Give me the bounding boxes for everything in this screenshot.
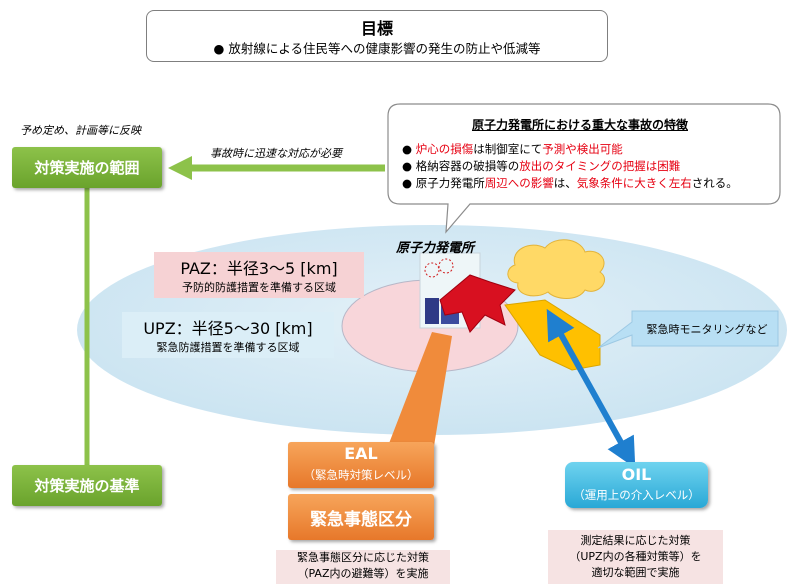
eal-pointer <box>388 332 452 446</box>
paz-subtitle: 予防的防護措置を準備する区域 <box>182 281 336 294</box>
bullet-icon: ● <box>402 159 413 173</box>
steam-dot <box>424 262 440 278</box>
feature-text: は、 <box>553 176 577 190</box>
feature-text: 気象条件に大きく左右 <box>576 176 692 190</box>
feature-text: は制御室にて <box>473 142 543 156</box>
oil-note-line: （UPZ内の各種対策等）を <box>569 550 702 563</box>
feature-item: ● 格納容器の破損等の放出のタイミングの把握は困難 <box>402 158 680 174</box>
features-callout <box>387 103 781 234</box>
emergency-class-box: 緊急事態区分 <box>288 494 434 540</box>
criteria-box: 対策実施の基準 <box>12 465 162 506</box>
upz-label-box: UPZ：半径5～30 [km] 緊急防護措置を準備する区域 <box>122 312 334 358</box>
oil-note-line: 適切な範囲で実施 <box>591 566 680 579</box>
eal-subtitle: （緊急時対策レベル） <box>303 468 419 482</box>
bullet-icon: ● <box>402 176 413 190</box>
release-burst <box>439 274 516 333</box>
blue-arrow <box>546 308 636 469</box>
feature-text: 格納容器の破損等の <box>415 159 520 173</box>
oil-title: OIL <box>621 465 652 484</box>
feature-text: される。 <box>691 176 738 190</box>
reactor-building <box>425 298 439 324</box>
goal-text: ● 放射線による住民等への健康影響の発生の防止や低減等 <box>213 41 541 56</box>
paz-label-box: PAZ：半径3～5 [km] 予防的防護措置を準備する区域 <box>154 252 364 298</box>
reflect-note: 予め定め、計画等に反映 <box>20 124 141 137</box>
cloud-shape <box>507 239 606 299</box>
steam-dot <box>438 258 454 274</box>
eal-note-line: （PAZ内の避難等）を実施 <box>297 567 429 580</box>
green-arrowhead <box>168 156 192 180</box>
goal-box: 目標 ● 放射線による住民等への健康影響の発生の防止や低減等 <box>146 10 608 62</box>
feature-text: 周辺への影響 <box>484 176 554 190</box>
oil-note: 測定結果に応じた対策 （UPZ内の各種対策等）を 適切な範囲で実施 <box>548 530 723 584</box>
oil-box: OIL （運用上の介入レベル） <box>565 462 708 508</box>
quick-response-note: 事故時に迅速な対応が必要 <box>210 147 342 160</box>
feature-text: 予測や検出可能 <box>542 142 623 156</box>
upz-subtitle: 緊急防護措置を準備する区域 <box>156 341 300 354</box>
features-title: 原子力発電所における重大な事故の特徴 <box>471 118 688 132</box>
feature-text: 原子力発電所 <box>415 176 485 190</box>
feature-item: ● 原子力発電所周辺への影響は、気象条件に大きく左右される。 <box>402 175 738 191</box>
eal-note-line: 緊急事態区分に応じた対策 <box>297 551 429 564</box>
eal-title: EAL <box>344 444 378 463</box>
upz-title: UPZ：半径5～30 [km] <box>143 319 313 338</box>
paz-title: PAZ：半径3～5 [km] <box>180 259 338 278</box>
eal-box: EAL （緊急時対策レベル） <box>288 442 434 488</box>
bullet-icon: ● <box>402 142 413 156</box>
feature-text: 放出のタイミングの把握は困難 <box>519 159 681 173</box>
goal-title: 目標 <box>360 19 393 38</box>
scope-box: 対策実施の範囲 <box>12 147 162 188</box>
oil-note-line: 測定結果に応じた対策 <box>580 534 691 547</box>
oil-subtitle: （運用上の介入レベル） <box>573 488 700 502</box>
monitoring-label: 緊急時モニタリングなど <box>646 323 768 336</box>
plant-label: 原子力発電所 <box>396 241 475 256</box>
feature-text: 炉心の損傷 <box>415 142 474 156</box>
eal-note: 緊急事態区分に応じた対策 （PAZ内の避難等）を実施 <box>276 550 450 584</box>
feature-item: ● 炉心の損傷は制御室にて予測や検出可能 <box>402 141 623 157</box>
